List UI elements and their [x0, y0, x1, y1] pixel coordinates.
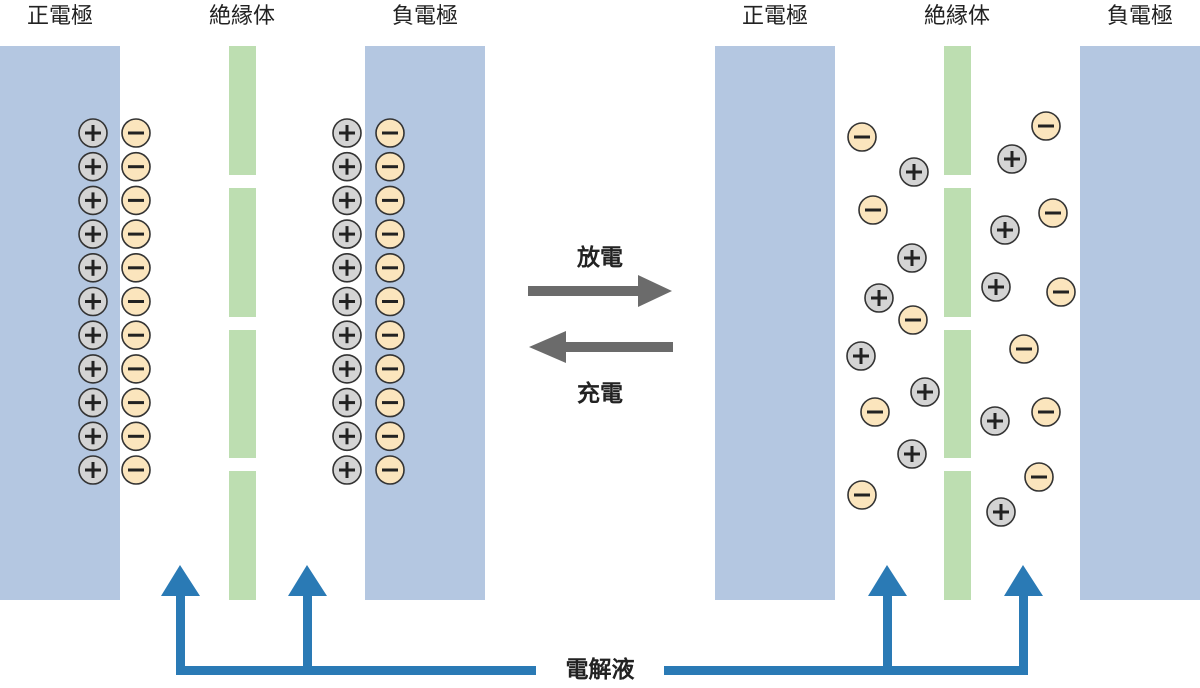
positive-ion	[77, 252, 109, 284]
positive-ion	[909, 376, 941, 408]
negative-ion	[374, 353, 406, 385]
positive-ion	[77, 117, 109, 149]
negative-ion	[846, 479, 878, 511]
positive-ion	[989, 214, 1021, 246]
negative-ion	[1023, 461, 1055, 493]
positive-ion	[77, 184, 109, 216]
electrolyte-label: 電解液	[540, 652, 660, 688]
left-negative-electrode-label: 負電極	[391, 4, 458, 29]
negative-ion	[120, 117, 152, 149]
negative-ion	[120, 218, 152, 250]
negative-ion	[120, 252, 152, 284]
positive-ion	[331, 420, 363, 452]
positive-ion	[331, 387, 363, 419]
negative-ion	[374, 218, 406, 250]
left-separator-label: 絶縁体	[208, 4, 275, 29]
discharge-label: 放電	[577, 245, 623, 271]
positive-ion	[77, 454, 109, 486]
positive-ion	[985, 496, 1017, 528]
left-separator	[229, 46, 256, 600]
right-separator	[944, 46, 971, 600]
right-negative-electrode-label: 負電極	[1106, 4, 1173, 29]
positive-ion	[896, 438, 928, 470]
negative-ion	[374, 184, 406, 216]
negative-ion	[1045, 276, 1077, 308]
negative-ion	[120, 353, 152, 385]
positive-ion	[331, 184, 363, 216]
positive-ion	[979, 405, 1011, 437]
positive-ion	[863, 282, 895, 314]
right-negative-electrode	[1080, 46, 1200, 600]
negative-ion	[120, 454, 152, 486]
negative-ion	[120, 184, 152, 216]
positive-ion	[77, 218, 109, 250]
positive-ion	[77, 387, 109, 419]
negative-ion	[1030, 110, 1062, 142]
negative-ion	[1008, 333, 1040, 365]
negative-ion	[374, 286, 406, 317]
positive-ion	[331, 151, 363, 183]
positive-ion	[331, 218, 363, 250]
positive-ion	[331, 286, 363, 317]
negative-ion	[120, 286, 152, 317]
negative-ion	[374, 319, 406, 351]
positive-ion	[77, 151, 109, 183]
left-positive-electrode-label: 正電極	[26, 4, 93, 29]
positive-ion	[845, 340, 877, 372]
positive-ion	[77, 420, 109, 452]
positive-ion	[980, 271, 1012, 303]
electrolyte-pointer	[161, 565, 1043, 675]
negative-ion	[859, 396, 891, 428]
negative-ion	[374, 387, 406, 419]
positive-ion	[331, 252, 363, 284]
positive-ion	[331, 117, 363, 149]
positive-ion	[331, 319, 363, 351]
negative-ion	[374, 454, 406, 486]
negative-ion	[857, 194, 889, 226]
right-positive-electrode-label: 正電極	[741, 4, 808, 29]
negative-ion	[1030, 396, 1062, 428]
positive-ion	[996, 143, 1028, 175]
positive-ion	[331, 454, 363, 486]
negative-ion	[120, 387, 152, 419]
negative-ion	[374, 420, 406, 452]
negative-ion	[897, 304, 929, 336]
discharge-arrow	[528, 275, 672, 307]
positive-ion	[77, 353, 109, 385]
positive-ion	[77, 286, 109, 317]
charge-label: 充電	[577, 381, 623, 407]
charge-arrow	[529, 331, 673, 363]
negative-ion	[374, 252, 406, 284]
negative-ion	[374, 151, 406, 183]
negative-ion	[374, 117, 406, 149]
right-positive-electrode	[715, 46, 835, 600]
negative-ion	[1037, 197, 1069, 229]
negative-ion	[846, 121, 878, 153]
negative-ion	[120, 420, 152, 452]
positive-ion	[896, 242, 928, 274]
positive-ion	[898, 156, 930, 188]
positive-ion	[77, 319, 109, 351]
negative-ion	[120, 319, 152, 351]
positive-ion	[331, 353, 363, 385]
negative-ion	[120, 151, 152, 183]
right-separator-label: 絶縁体	[923, 4, 990, 29]
